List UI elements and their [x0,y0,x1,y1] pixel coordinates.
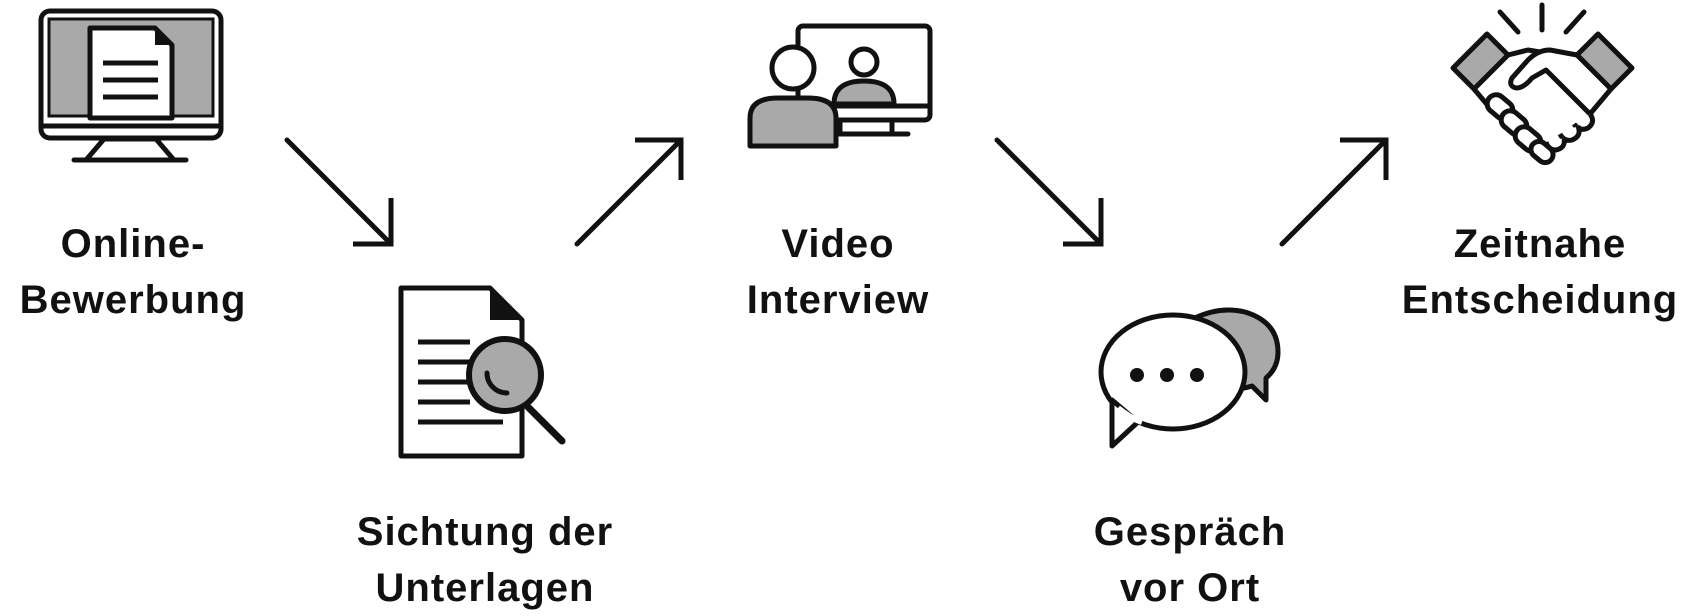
step-label-sichtung: Sichtung der Unterlagen [310,504,660,616]
step-label-line1: Online- [60,222,206,266]
step-label-line1: Video [781,222,895,266]
step-label-line1: Sichtung der [356,510,614,554]
arrow-down-right-icon [275,130,405,255]
step-label-gespraech: Gespräch vor Ort [1000,504,1380,616]
computer-document-icon [30,0,230,170]
step-label-line1: Gespräch [1093,510,1287,554]
arrow-up-right-icon [565,130,695,255]
step-label-online-bewerbung: Online- Bewerbung [0,216,266,328]
arrow-down-right-icon [985,130,1115,255]
step-label-line2: Interview [746,278,930,322]
step-label-line2: Unterlagen [375,566,595,610]
handshake-icon [1450,0,1635,180]
step-label-video-interview: Video Interview [660,216,1016,328]
chat-bubbles-icon [1090,300,1290,460]
step-label-line1: Zeitnahe [1453,222,1627,266]
arrow-up-right-icon [1270,130,1400,255]
step-label-zeitnahe-entscheidung: Zeitnahe Entscheidung [1380,216,1700,328]
step-label-line2: Bewerbung [19,278,247,322]
step-label-line2: Entscheidung [1401,278,1679,322]
document-search-icon [390,280,580,465]
step-label-line2: vor Ort [1119,566,1261,610]
video-call-icon [740,18,940,153]
